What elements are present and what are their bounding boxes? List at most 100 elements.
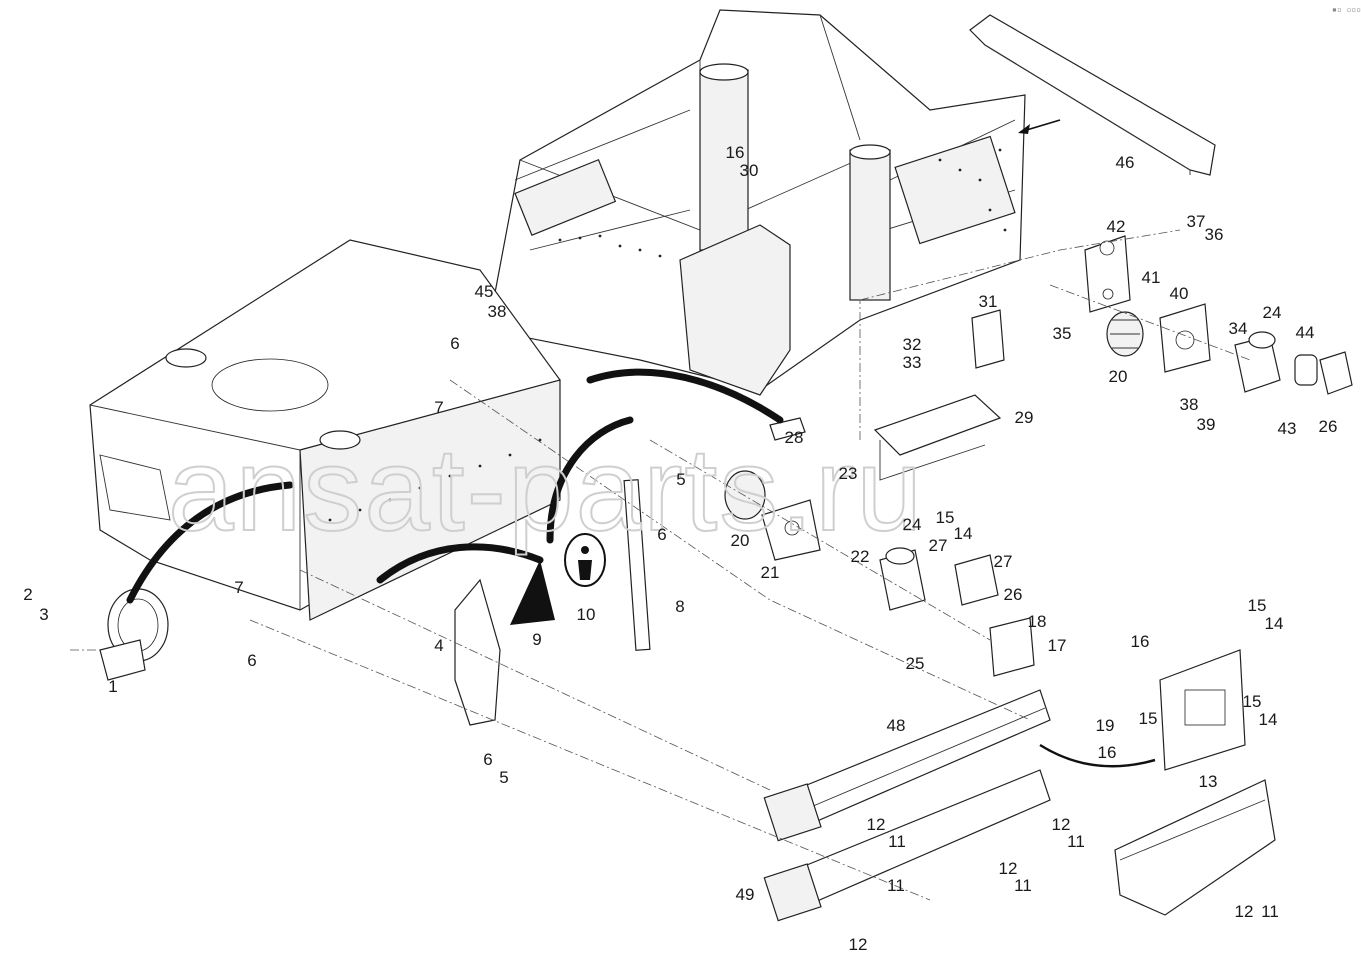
cap-26-center <box>954 554 999 606</box>
leader-arrows <box>126 368 1156 768</box>
callout-18: 18 <box>1028 612 1047 631</box>
callout-44: 44 <box>1296 323 1315 342</box>
lower-chassis <box>89 239 561 621</box>
callout-23: 23 <box>839 464 858 483</box>
callout-14: 14 <box>1265 614 1284 633</box>
callout-12: 12 <box>1235 902 1254 921</box>
callout-15: 15 <box>1243 692 1262 711</box>
callout-35: 35 <box>1053 324 1072 343</box>
callout-9: 9 <box>532 630 541 649</box>
callout-3: 3 <box>39 605 48 624</box>
callout-27: 27 <box>994 552 1013 571</box>
callout-4: 4 <box>434 636 443 655</box>
plate-31 <box>971 309 1005 369</box>
callout-22: 22 <box>851 547 870 566</box>
callout-43: 43 <box>1278 419 1297 438</box>
crossmember-49 <box>763 769 1051 922</box>
callout-14: 14 <box>1259 710 1278 729</box>
channel-beam-46 <box>969 14 1216 176</box>
callout-6: 6 <box>247 651 256 670</box>
callout-24: 24 <box>1263 303 1282 322</box>
callout-1: 1 <box>108 677 117 696</box>
callout-20: 20 <box>1109 367 1128 386</box>
callout-16: 16 <box>1131 632 1150 651</box>
callout-5: 5 <box>499 768 508 787</box>
callout-11: 11 <box>1261 902 1279 921</box>
sign-10 <box>564 533 606 587</box>
callout-11: 11 <box>887 876 905 895</box>
callout-17: 17 <box>1048 636 1067 655</box>
callout-12: 12 <box>999 859 1018 878</box>
callout-27: 27 <box>929 536 948 555</box>
callout-11: 11 <box>888 832 906 851</box>
callout-38: 38 <box>1180 395 1199 414</box>
warning-sign-9 <box>510 560 555 625</box>
step-ring-1 <box>99 588 169 681</box>
callout-36: 36 <box>1205 225 1224 244</box>
callout-29: 29 <box>1015 408 1034 427</box>
callout-5: 5 <box>676 470 685 489</box>
callout-37: 37 <box>1187 212 1206 231</box>
callout-6: 6 <box>657 525 666 544</box>
strip-8 <box>623 479 651 651</box>
callout-16: 16 <box>1098 743 1117 762</box>
rubber-mount-20-center <box>724 470 766 520</box>
callout-15: 15 <box>1248 596 1267 615</box>
callout-40: 40 <box>1170 284 1189 303</box>
callout-32: 32 <box>903 335 922 354</box>
bracket-34 <box>1159 303 1211 373</box>
mount-plate-42 <box>1084 235 1131 313</box>
upper-frame <box>487 9 1026 396</box>
callout-15: 15 <box>936 508 955 527</box>
callout-45: 45 <box>475 282 494 301</box>
bracket-13 <box>1159 649 1246 771</box>
cover-29 <box>873 394 1002 481</box>
callout-6: 6 <box>450 334 459 353</box>
callout-20: 20 <box>731 531 750 550</box>
callout-42: 42 <box>1107 217 1126 236</box>
callout-46: 46 <box>1116 153 1135 172</box>
callout-48: 48 <box>887 716 906 735</box>
shim-28 <box>769 417 806 441</box>
callout-7: 7 <box>234 578 243 597</box>
watermark: ansat-parts.ru <box>168 424 924 556</box>
assembly-lines <box>70 229 1251 901</box>
callout-16: 16 <box>726 143 745 162</box>
callout-10: 10 <box>577 605 596 624</box>
callout-41: 41 <box>1142 268 1161 287</box>
callout-7: 7 <box>434 398 443 417</box>
callout-2: 2 <box>23 585 32 604</box>
callout-25: 25 <box>906 654 925 673</box>
callout-14: 14 <box>954 524 973 543</box>
rubber-mount-20-right <box>1106 311 1144 357</box>
hinge-24-right <box>1234 331 1281 393</box>
callout-33: 33 <box>903 353 922 372</box>
frame-bottom-right <box>1114 779 1276 916</box>
bushing-44 <box>1294 354 1318 386</box>
callout-11: 11 <box>1067 832 1085 851</box>
callout-15: 15 <box>1139 709 1158 728</box>
crossmember-48 <box>763 689 1051 842</box>
corner-mark: ▪▫ ▫▫▫ <box>1332 5 1361 14</box>
callout-21: 21 <box>761 563 780 582</box>
callout-13: 13 <box>1199 772 1218 791</box>
bracket-4 <box>454 578 501 726</box>
cap-26-right <box>1319 351 1353 395</box>
hinge-24-center <box>879 547 926 611</box>
callout-11: 11 <box>1014 876 1032 895</box>
callout-31: 31 <box>979 292 998 311</box>
callout-12: 12 <box>867 815 886 834</box>
callout-49: 49 <box>736 885 755 904</box>
callout-38: 38 <box>488 302 507 321</box>
callout-labels: 1 2 3 4 5 5 6 6 6 6 7 7 8 9 10 11 11 11 … <box>23 143 1337 954</box>
callout-28: 28 <box>785 428 804 447</box>
callout-26: 26 <box>1004 585 1023 604</box>
callout-39: 39 <box>1197 415 1216 434</box>
callout-8: 8 <box>675 597 684 616</box>
bracket-21 <box>761 499 821 561</box>
callout-12: 12 <box>849 935 868 954</box>
plate-17 <box>989 617 1035 677</box>
callout-24: 24 <box>903 515 922 534</box>
callout-6: 6 <box>483 750 492 769</box>
